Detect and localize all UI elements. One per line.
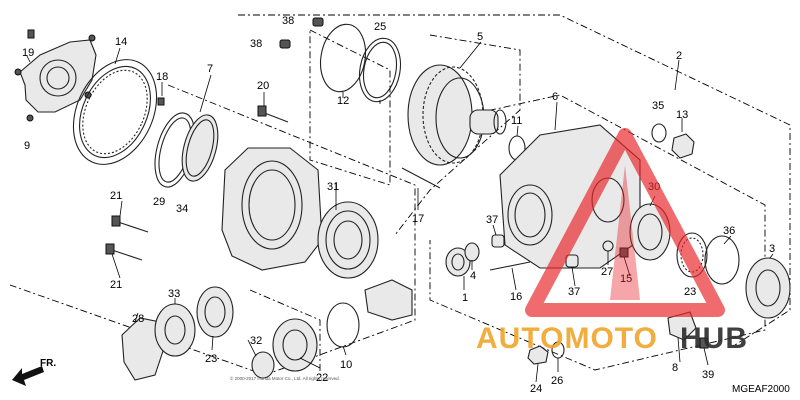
studs	[401, 167, 531, 271]
watermark: AUTOMOTO HUB	[476, 128, 748, 355]
label-part-8: 8	[672, 362, 678, 374]
label-part-12: 12	[337, 95, 349, 107]
label-part-27: 27	[601, 266, 613, 278]
label-part-20: 20	[257, 80, 269, 92]
label-part-32: 32	[250, 335, 262, 347]
label-part-39: 39	[702, 369, 714, 381]
label-part-15: 15	[620, 273, 632, 285]
label-part-26: 26	[551, 375, 563, 387]
seal-rings	[154, 112, 219, 188]
label-part-6: 6	[552, 91, 558, 103]
copyright-text: © 2000-2017 Honda Motor Co., Ltd. All ri…	[230, 375, 340, 381]
watermark-road-icon	[610, 165, 640, 300]
label-part-24: 24	[530, 383, 542, 395]
label-part-35: 35	[652, 100, 664, 112]
label-part-33: 33	[168, 288, 180, 300]
label-part-31: 31	[327, 181, 339, 193]
label-part-38b: 38	[250, 38, 262, 50]
front-arrow-icon	[12, 366, 44, 386]
pulse-plate	[14, 29, 97, 122]
top-rings	[279, 17, 402, 103]
gear-case	[221, 147, 379, 279]
label-part-9: 9	[24, 140, 30, 152]
front-direction-indicator: FR.	[12, 358, 56, 386]
lower-assembly	[121, 279, 413, 381]
watermark-triangle-icon	[525, 128, 725, 317]
label-part-5: 5	[477, 31, 483, 43]
label-part-23a: 23	[205, 353, 217, 365]
label-part-38a: 38	[282, 15, 294, 27]
label-part-7: 7	[207, 63, 213, 75]
label-part-4: 4	[470, 270, 476, 282]
label-part-36: 36	[723, 225, 735, 237]
small-bearings	[445, 234, 579, 277]
label-part-10: 10	[340, 359, 352, 371]
part-number-labels: 1 2 3 4 5 6 7 8 9 10 11 12 13 14 15 16 1…	[22, 15, 775, 395]
label-part-23b: 23	[684, 286, 696, 298]
label-part-17: 17	[412, 213, 424, 225]
small-bolt	[157, 97, 165, 106]
breather-cap	[651, 123, 695, 159]
watermark-brand-suffix: HUB	[680, 322, 748, 355]
label-part-34: 34	[176, 203, 188, 215]
label-part-16: 16	[510, 291, 522, 303]
label-part-2: 2	[676, 50, 682, 62]
label-part-21a: 21	[110, 190, 122, 202]
label-part-37b: 37	[568, 286, 580, 298]
front-label: FR.	[40, 358, 56, 369]
label-part-11: 11	[511, 115, 522, 127]
label-part-28: 28	[132, 313, 144, 325]
label-part-22: 22	[316, 372, 328, 384]
ring-gear	[407, 64, 507, 166]
sensor-bracket	[527, 311, 709, 365]
watermark-brand-main: AUTOMOTO	[476, 322, 658, 355]
label-part-1: 1	[462, 292, 468, 304]
diagram-code: MGEAF2000	[732, 384, 790, 395]
flange-bolts	[105, 105, 289, 261]
leader-lines	[26, 41, 774, 383]
label-part-21b: 21	[110, 279, 122, 291]
label-part-29: 29	[153, 196, 165, 208]
label-part-19: 19	[22, 47, 34, 59]
tone-ring	[72, 59, 158, 165]
label-part-25: 25	[374, 21, 386, 33]
label-part-18: 18	[156, 71, 168, 83]
label-part-13: 13	[676, 109, 688, 121]
label-part-14: 14	[115, 36, 127, 48]
label-part-37a: 37	[486, 214, 498, 226]
label-part-3: 3	[769, 243, 775, 255]
